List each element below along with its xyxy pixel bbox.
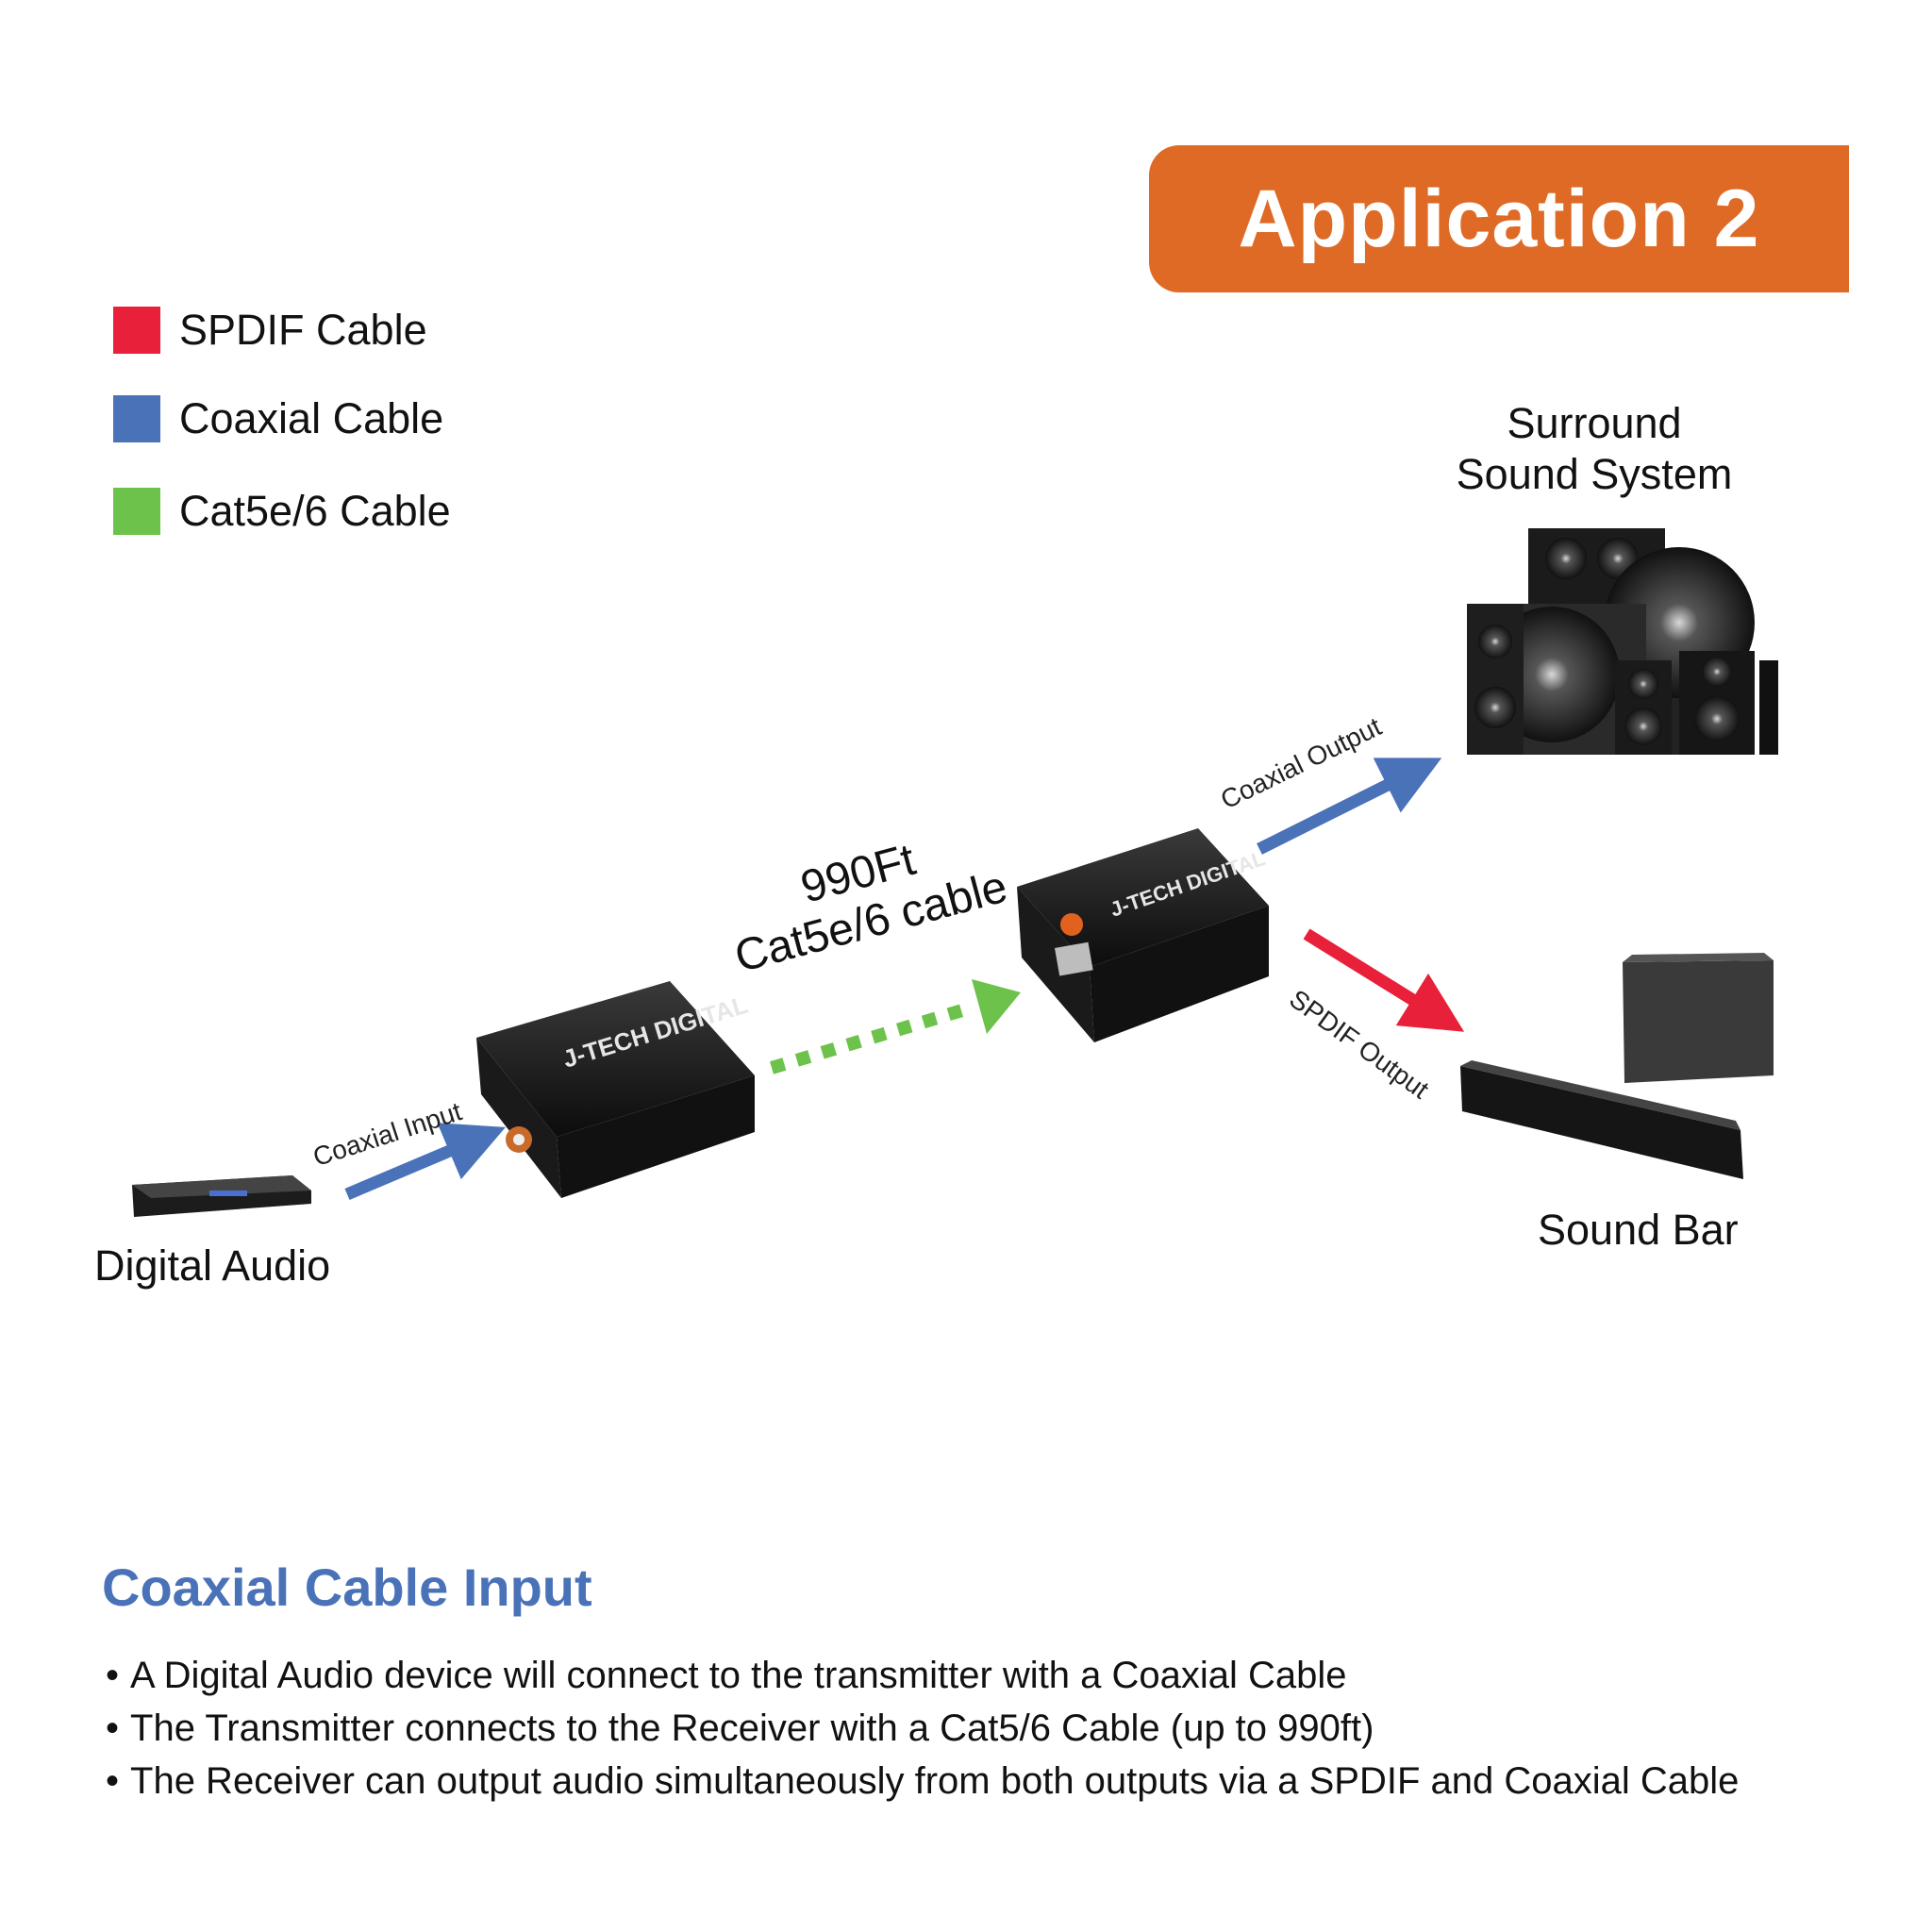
legend-item-cat5: Cat5e/6 Cable [113, 485, 451, 538]
banner-title: Application 2 [1238, 173, 1760, 264]
digital-audio-label: Digital Audio [94, 1241, 331, 1290]
legend-item-spdif: SPDIF Cable [113, 304, 427, 357]
surround-label-line2: Sound System [1456, 450, 1733, 498]
legend-swatch-coaxial [113, 395, 160, 442]
cat5-cable-arrow [769, 1001, 974, 1074]
legend-swatch-spdif [113, 307, 160, 354]
bluray-player-icon [132, 1175, 311, 1217]
coaxial-output-arrow [1257, 758, 1442, 855]
spdif-output-arrow [1303, 928, 1465, 1032]
description-item: The Receiver can output audio simultaneo… [106, 1755, 1739, 1807]
legend-label-spdif: SPDIF Cable [179, 306, 427, 354]
legend-label-coaxial: Coaxial Cable [179, 394, 444, 442]
description-item: The Transmitter connects to the Receiver… [106, 1702, 1739, 1755]
transmitter-icon: J-TECH DIGITAL [476, 981, 755, 1198]
coaxial-input-arrow [344, 1123, 506, 1200]
application-banner: Application 2 [1149, 145, 1849, 292]
soundbar-icon [1460, 953, 1774, 1179]
legend-item-coaxial: Coaxial Cable [113, 392, 443, 445]
description-item: A Digital Audio device will connect to t… [106, 1649, 1739, 1702]
surround-speakers-icon [1467, 528, 1778, 755]
description-list: A Digital Audio device will connect to t… [106, 1649, 1739, 1807]
cat5-arrowhead [972, 979, 1021, 1034]
receiver-icon: J-TECH DIGITAL [1017, 828, 1269, 1042]
surround-label-line1: Surround [1507, 399, 1682, 447]
section-title: Coaxial Cable Input [102, 1557, 592, 1617]
legend-swatch-cat5 [113, 488, 160, 535]
legend-label-cat5: Cat5e/6 Cable [179, 487, 451, 535]
surround-label: Surround Sound System [1434, 398, 1755, 500]
soundbar-label: Sound Bar [1538, 1206, 1739, 1254]
